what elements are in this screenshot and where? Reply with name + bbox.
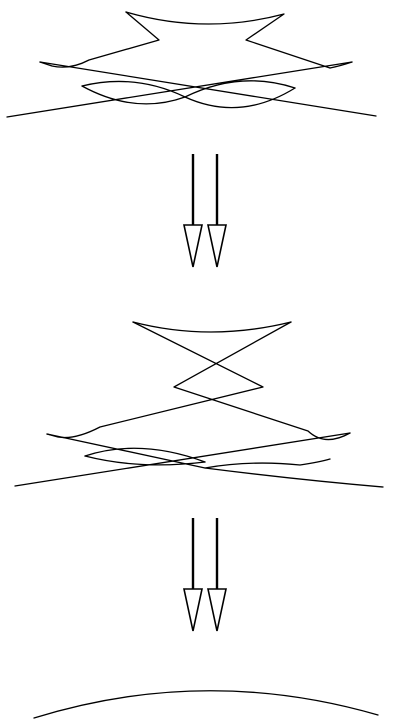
stage-2-upper-wave [85,456,205,465]
stage-2-left-long-line [47,434,383,487]
stage-1-left-long-line [40,62,376,116]
stage-2-right-long-line [15,433,350,486]
transition-arrow-2 [184,518,226,631]
stage-3-arc [34,691,378,718]
stage-1-top-curve-left-tail [40,12,159,67]
down-arrow-icon [184,518,202,631]
stage-2-top-curve [133,322,291,332]
stage-3-curve-diagram [34,691,378,718]
down-arrow-icon [184,154,202,267]
stage-2-bump [205,459,330,468]
stage-1-curve-diagram [7,12,376,117]
stage-2-curve-diagram [15,322,383,487]
stage-2-cross-right [174,322,350,440]
transition-arrow-1 [184,154,226,267]
stage-1-right-long-line [7,62,352,117]
stage-1-top-curve [126,12,330,68]
down-arrow-icon [208,518,226,631]
down-arrow-icon [208,154,226,267]
stage-2-cross-left [47,322,263,438]
